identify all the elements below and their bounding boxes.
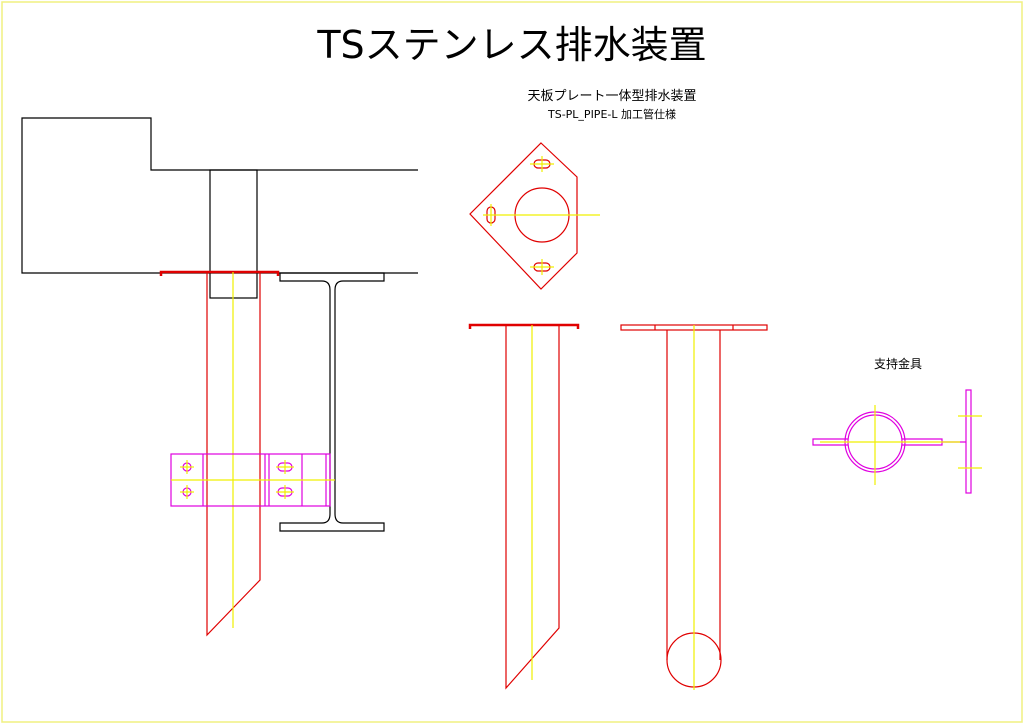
product-name: 天板プレート一体型排水装置 [527, 89, 696, 104]
drawing-title: TSステンレス排水装置 [316, 23, 706, 67]
top-plate-flange [159, 270, 280, 276]
plate-plan-view [469, 142, 600, 290]
product-model: TS-PL_PIPE-L 加工管仕様 [547, 107, 676, 121]
pipe-clamp [170, 453, 335, 507]
front-elevation [468, 323, 580, 690]
side-elevation [620, 324, 768, 690]
i-beam [279, 272, 385, 532]
support-bracket [812, 389, 982, 494]
slab-outline [21, 117, 418, 274]
section-view [21, 117, 418, 637]
support-label: 支持金具 [874, 356, 922, 371]
